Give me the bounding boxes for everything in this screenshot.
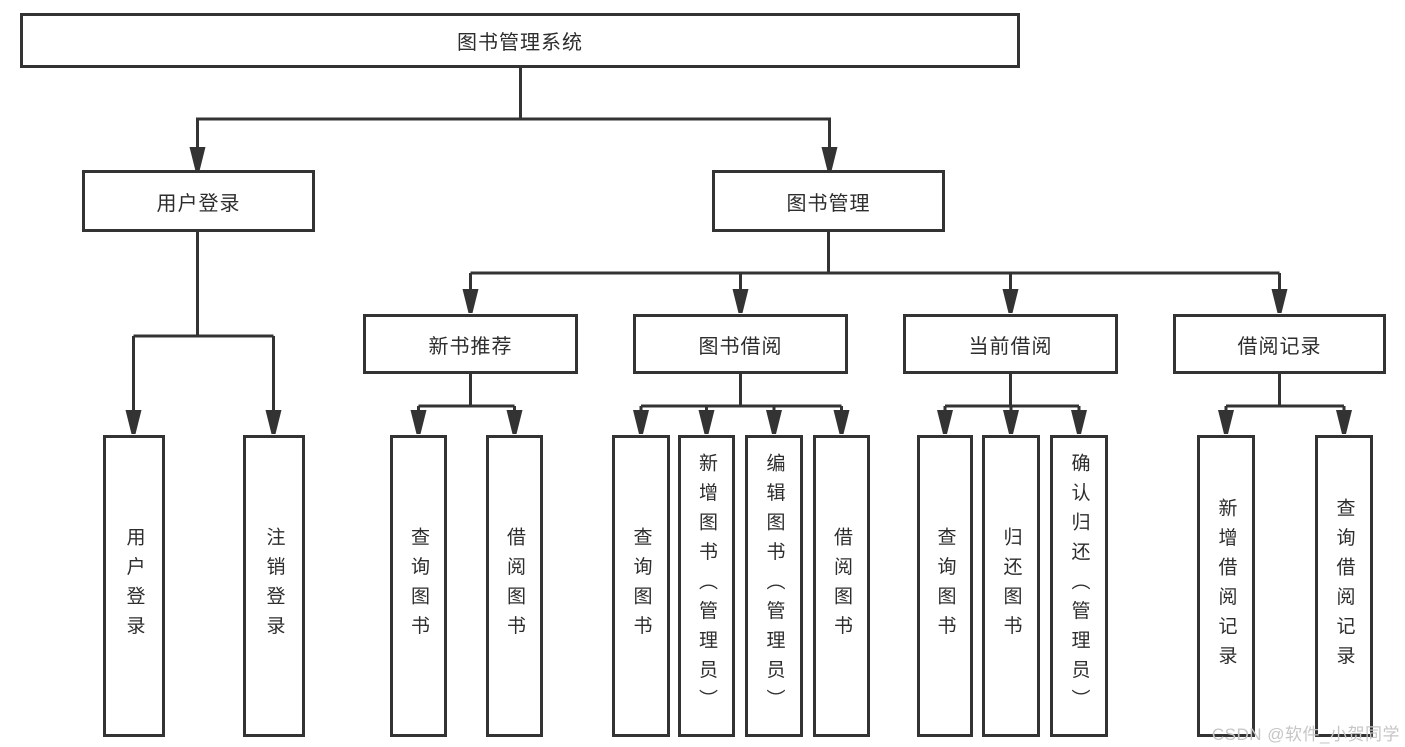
node-label: 新增图书︵管理员︶: [696, 453, 717, 719]
node-borrow-books: 借阅图书: [813, 435, 870, 737]
arrow-down-icon: [833, 410, 850, 434]
node-current-borrowing: 当前借阅: [903, 314, 1118, 374]
arrow-down-icons: [125, 147, 1352, 434]
node-label: 图书管理: [786, 192, 871, 215]
arrow-down-icon: [506, 410, 523, 434]
connector-book-borrow-to-leaves: [639, 372, 843, 432]
arrow-down-icon: [265, 410, 282, 434]
node-label: 用户登录: [156, 192, 241, 215]
node-label: 确认归还︵管理员︶: [1068, 453, 1090, 719]
node-return-books: 归还图书: [982, 435, 1040, 737]
node-label: 注销登录: [263, 527, 285, 645]
connector-borrow-record-to-leaves: [1224, 372, 1346, 432]
node-label: 查询图书: [408, 527, 429, 645]
node-query-books-recommend: 查询图书: [390, 435, 447, 737]
arrow-down-icon: [189, 147, 206, 171]
arrow-down-icon: [766, 410, 782, 434]
arrow-down-icon: [125, 410, 142, 434]
connector-new-book-to-leaves: [417, 372, 516, 432]
node-label: 查询图书: [934, 527, 956, 645]
node-label: 借阅记录: [1237, 335, 1322, 358]
node-label: 查询图书: [630, 527, 652, 645]
node-label: 查询借阅记录: [1333, 497, 1355, 675]
node-label: 新书推荐: [428, 335, 513, 358]
node-label: 图书借阅: [698, 335, 783, 358]
connector-user-login-to-leaves: [132, 231, 275, 432]
node-new-book-recommend: 新书推荐: [363, 314, 578, 374]
node-user-login-branch: 用户登录: [82, 170, 315, 232]
node-label: 用户登录: [123, 527, 145, 645]
node-borrowing-records: 借阅记录: [1173, 314, 1386, 374]
node-root-label: 图书管理系统: [457, 32, 583, 54]
arrow-down-icon: [462, 289, 479, 313]
node-label: 新增借阅记录: [1215, 497, 1237, 675]
arrow-down-icon: [821, 147, 838, 171]
node-add-books-admin: 新增图书︵管理员︶: [678, 435, 735, 737]
node-logout: 注销登录: [243, 435, 305, 737]
arrow-down-icon: [1002, 289, 1019, 313]
arrow-down-icon: [1071, 410, 1087, 434]
node-book-borrowing: 图书借阅: [633, 314, 848, 374]
arrow-down-icon: [410, 410, 427, 434]
node-label: 借阅图书: [504, 527, 525, 645]
arrow-down-icon: [1218, 410, 1234, 434]
node-query-borrow-record: 查询借阅记录: [1315, 435, 1373, 737]
node-add-borrow-record: 新增借阅记录: [1197, 435, 1255, 737]
connector-root-to-level2: [196, 66, 831, 170]
node-query-books-current: 查询图书: [917, 435, 973, 737]
node-borrow-books-recommend: 借阅图书: [486, 435, 543, 737]
node-book-management: 图书管理: [712, 170, 945, 232]
node-user-login: 用户登录: [103, 435, 165, 737]
arrow-down-icon: [1003, 410, 1019, 434]
node-label: 归还图书: [1000, 527, 1022, 645]
node-edit-books-admin: 编辑图书︵管理员︶: [745, 435, 803, 737]
arrow-down-icon: [633, 410, 649, 434]
node-confirm-return-admin: 确认归还︵管理员︶: [1050, 435, 1108, 737]
node-label: 借阅图书: [831, 527, 852, 645]
arrow-down-icon: [937, 410, 953, 434]
arrow-down-icon: [698, 410, 715, 434]
node-query-books-borrow: 查询图书: [612, 435, 670, 737]
node-root-system: 图书管理系统: [20, 13, 1020, 68]
watermark-text: CSDN @软件_小贺同学: [1211, 725, 1400, 744]
arrow-down-icon: [1336, 410, 1352, 434]
arrow-down-icon: [732, 289, 749, 313]
node-label: 编辑图书︵管理员︶: [763, 453, 785, 719]
node-label: 当前借阅: [968, 335, 1053, 358]
connector-book-mgmt-to-level3: [469, 231, 1281, 311]
arrow-down-icon: [1271, 289, 1288, 313]
